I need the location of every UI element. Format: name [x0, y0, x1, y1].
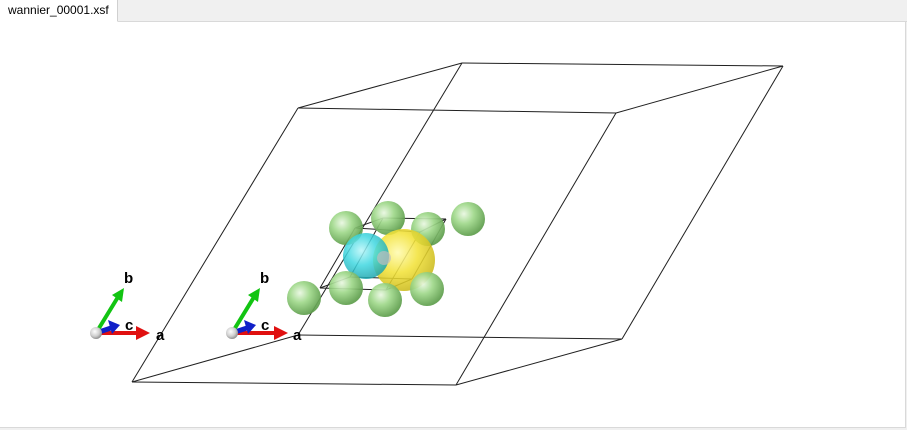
atom	[371, 201, 405, 235]
isosurface-negative	[343, 233, 389, 279]
axis-indicator-left: a b c	[90, 270, 165, 344]
tab-bar: wannier_00001.xsf	[0, 0, 907, 22]
central-atom	[377, 251, 391, 265]
atom	[287, 281, 321, 315]
unit-cell-outer	[131, 62, 784, 386]
axis-label-c: c	[261, 317, 269, 334]
atom	[451, 202, 485, 236]
axis-label-a: a	[156, 327, 165, 344]
atoms-front	[287, 271, 444, 317]
axis-indicator-center: a b c	[226, 270, 302, 344]
atom	[329, 271, 363, 305]
axis-label-c: c	[125, 317, 133, 334]
axis-label-b: b	[124, 270, 133, 287]
axis-label-b: b	[260, 270, 269, 287]
tab-wannier-file[interactable]: wannier_00001.xsf	[0, 0, 118, 22]
atom	[368, 283, 402, 317]
structure-canvas[interactable]: a b c a b c	[0, 22, 905, 427]
atom	[410, 272, 444, 306]
atoms-back	[329, 201, 485, 246]
axis-label-a: a	[293, 327, 302, 344]
structure-viewport[interactable]: a b c a b c	[0, 22, 906, 428]
